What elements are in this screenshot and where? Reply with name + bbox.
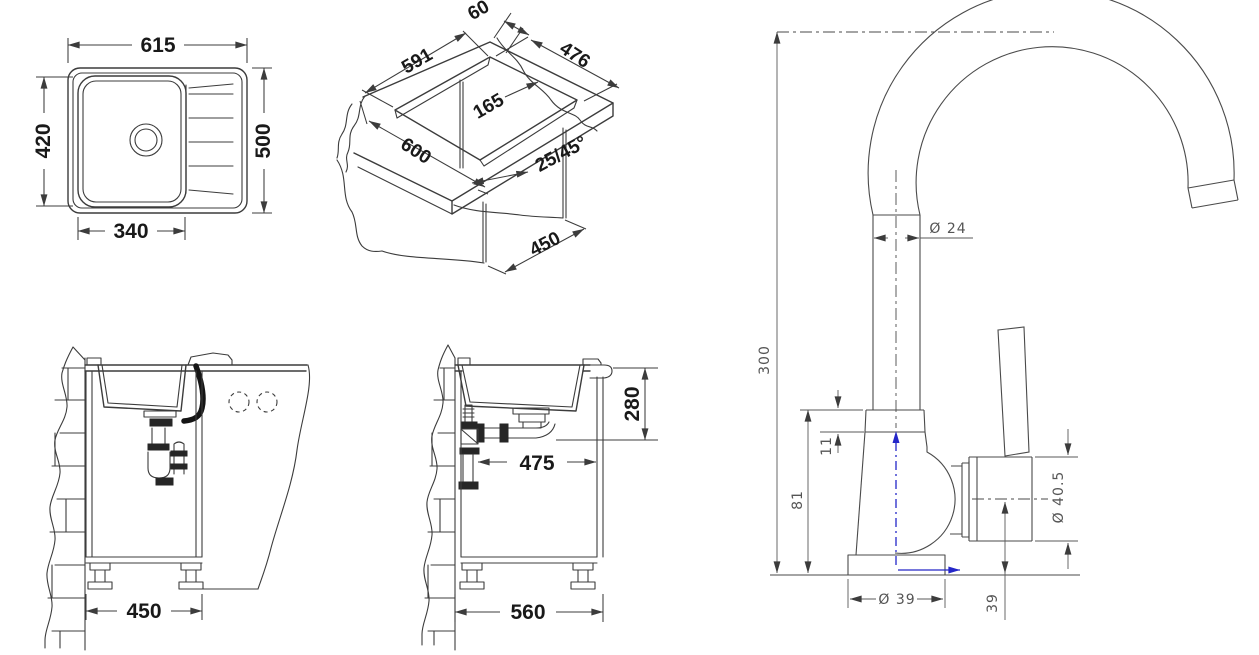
dim-rim-width: 60 (464, 0, 493, 25)
drain-outer-ring (129, 123, 163, 157)
faucet-riser-tube (872, 214, 921, 410)
dim-cabinet-depth: 450 (526, 228, 564, 261)
dim-hub-axis-height: 39 (985, 593, 1001, 613)
dim-spout-height: 300 (757, 345, 773, 375)
drain-and-wall-pipe (458, 404, 556, 490)
sink-bowl-inner-edge (82, 80, 182, 203)
sink-bowl-section (457, 364, 585, 412)
dim-bowl-width: 340 (113, 220, 148, 243)
cabinet-legs (87, 562, 204, 590)
dim-overall-depth: 500 (252, 123, 275, 158)
isometric-dimensions: 60 591 476 165 600 25/45° 450 (359, 0, 620, 275)
side-panel-torn (202, 364, 311, 590)
dim-cutout-length: 476 (556, 38, 594, 73)
cabinet-section (459, 370, 604, 590)
installation-side-section-view: 280 475 560 (421, 344, 658, 651)
dim-bowl-depth: 420 (32, 123, 55, 158)
sink-bowl-outline (77, 75, 187, 208)
dim-front-cabinet-width: 450 (126, 600, 161, 623)
dim-base-diameter: Ø 39 (878, 592, 915, 608)
dim-tube-diameter: Ø 24 (929, 221, 966, 237)
dim-edge-chamfer: 25/45° (532, 132, 591, 176)
handle-hub (950, 456, 1048, 542)
spout-tip (1187, 179, 1239, 209)
sink-top-view: 615 500 420 340 (32, 33, 275, 243)
overflow-hose (181, 363, 206, 424)
dim-hub-diameter: Ø 40.5 (1051, 471, 1067, 524)
faucet-dimensions: Ø 24 300 81 11 Ø 40.5 39 Ø 39 (757, 31, 1078, 620)
faucet-collar (864, 409, 926, 433)
side-section-dimensions: 280 475 560 (454, 367, 658, 624)
counter-break-wavy-line (496, 37, 598, 132)
faucet-base-plate (847, 554, 946, 575)
faucet-side-view: Ø 24 300 81 11 Ø 40.5 39 Ø 39 (757, 0, 1239, 620)
tap-hole-option-1 (228, 391, 250, 413)
faucet-valve-sphere (894, 431, 956, 554)
drainboard-ridges (185, 83, 234, 195)
front-section-dimensions: 450 (85, 594, 203, 623)
flow-direction-marks (892, 431, 961, 574)
top-view-dimensions: 615 500 420 340 (32, 33, 275, 243)
dim-cutout-width: 591 (398, 44, 436, 78)
sink-bowl-section (97, 364, 187, 412)
drain-hole (134, 128, 158, 152)
sink-rim-outline (67, 67, 248, 214)
sink-isometric-cutout-view: 60 591 476 165 600 25/45° 450 (336, 0, 620, 275)
cabinet-below-counter (336, 127, 567, 264)
cabinet-section (85, 370, 204, 590)
dim-side-cabinet-width: 560 (510, 601, 545, 624)
cabinet-legs (459, 562, 596, 590)
installation-front-section-view: 450 (44, 346, 311, 651)
sink-rim-inner-edge (72, 72, 243, 209)
brick-wall (44, 346, 86, 651)
drain-trap-assembly (143, 410, 188, 486)
tap-hole-option-2 (256, 391, 278, 413)
handle-lever (997, 326, 1030, 457)
countertop-section (454, 357, 613, 379)
dim-drain-offset: 165 (470, 89, 508, 123)
dim-collar-height: 11 (819, 436, 835, 456)
faucet-spout-arc (867, 0, 1235, 216)
countertop-slab (336, 41, 614, 215)
dim-body-height: 81 (790, 490, 806, 510)
faucet-body-left-edge (855, 431, 866, 556)
dim-trap-offset: 475 (519, 452, 554, 475)
dim-counter-width: 600 (397, 134, 435, 169)
dim-overall-width: 615 (140, 34, 175, 57)
brick-wall (421, 344, 456, 651)
dim-drain-height: 280 (621, 386, 644, 421)
